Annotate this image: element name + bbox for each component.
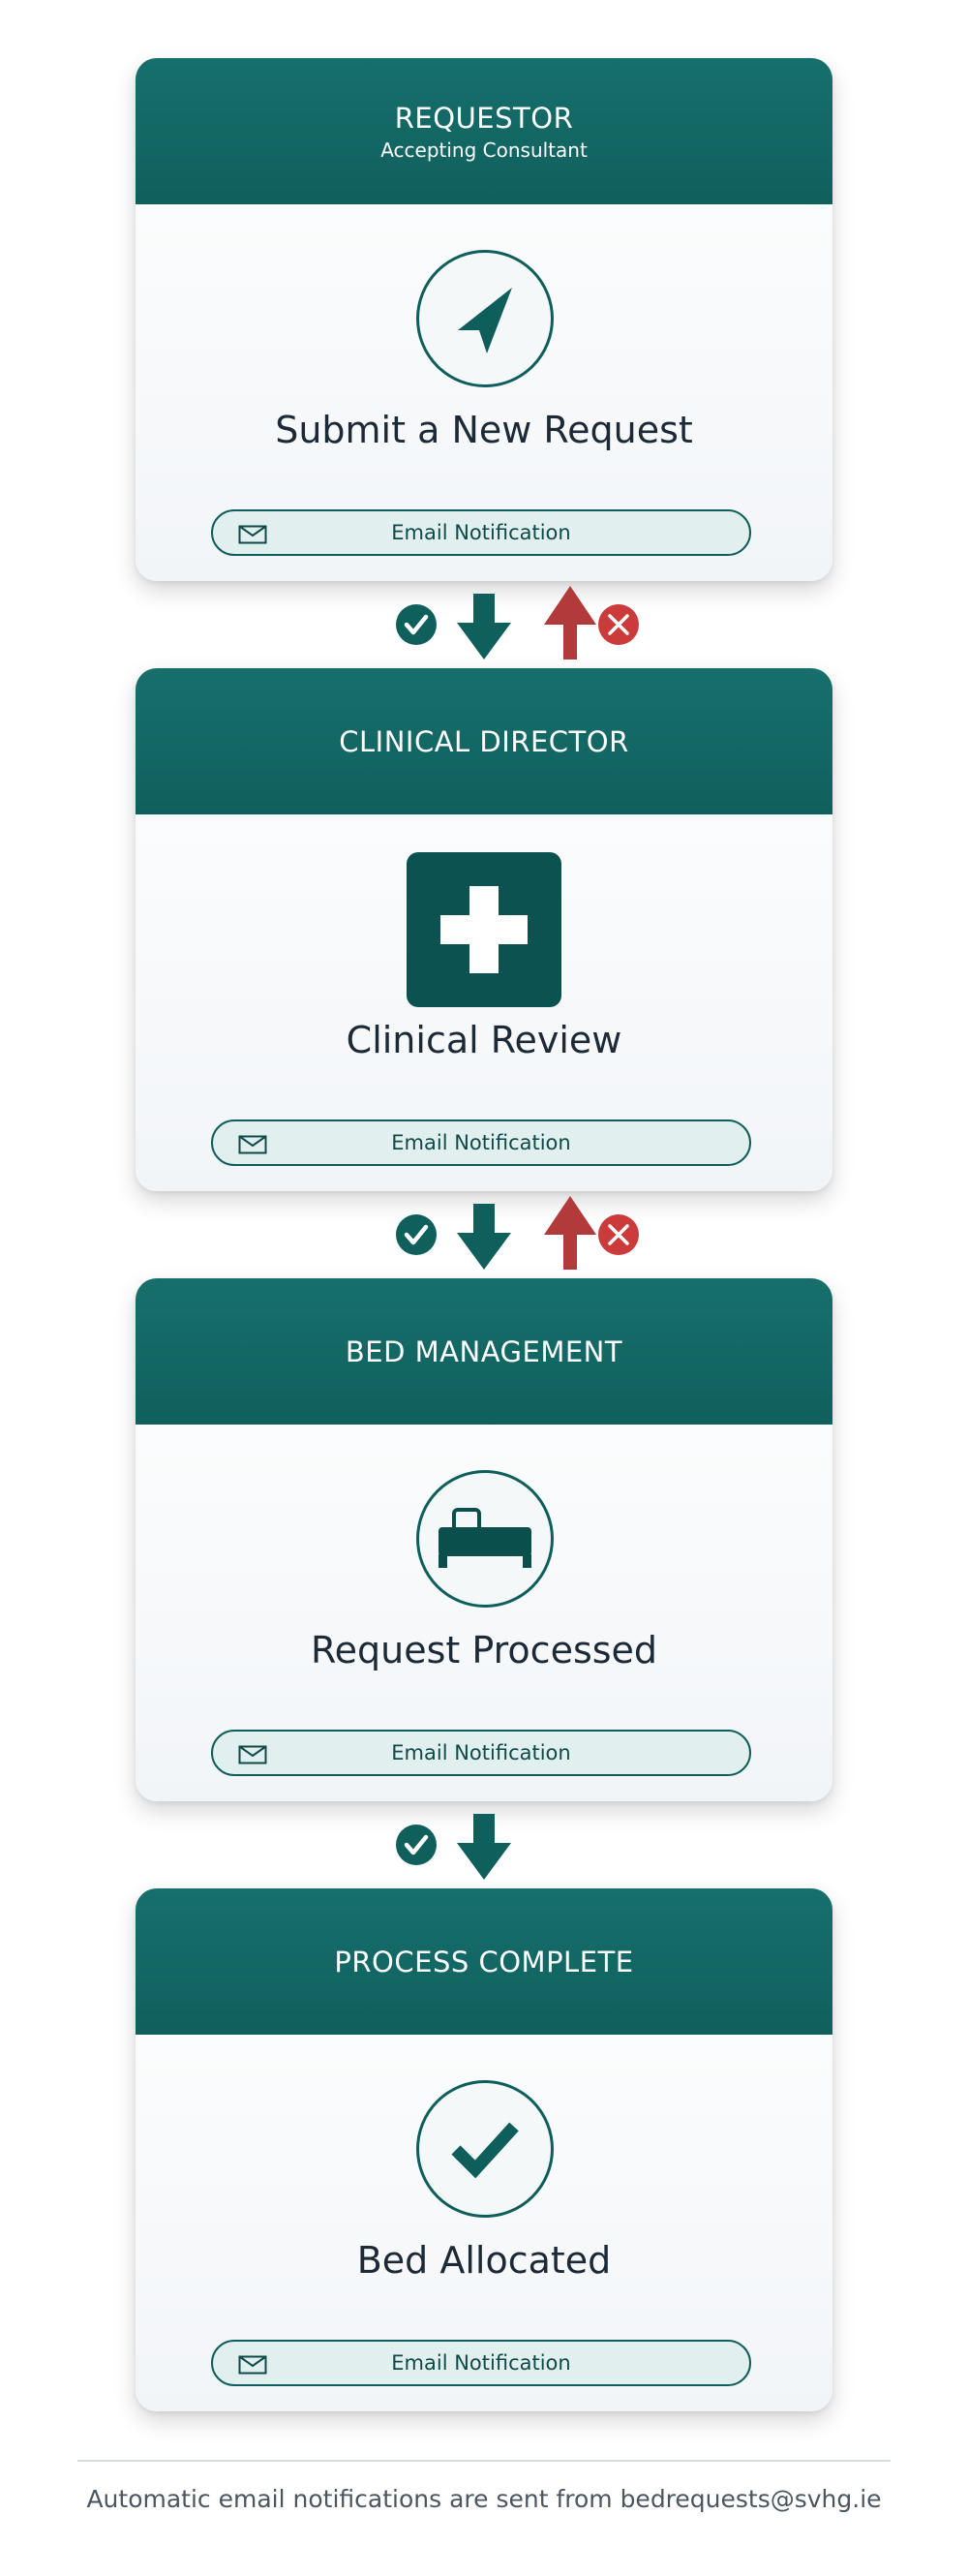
card-header: REQUESTOR Accepting Consultant bbox=[136, 58, 832, 204]
bed-icon bbox=[416, 1470, 554, 1608]
footer-note: Automatic email notifications are sent f… bbox=[86, 2485, 882, 2513]
step-card-requestor: REQUESTOR Accepting Consultant Submit a … bbox=[136, 58, 832, 581]
card-header: BED MANAGEMENT bbox=[136, 1278, 832, 1425]
step-label: Request Processed bbox=[310, 1629, 658, 1671]
reject-x-icon bbox=[598, 604, 639, 645]
email-notification-badge: Email Notification bbox=[211, 2340, 751, 2386]
email-notification-label: Email Notification bbox=[391, 2351, 571, 2375]
email-notification-badge: Email Notification bbox=[211, 509, 751, 556]
arrow-down-icon bbox=[457, 1814, 511, 1880]
email-notification-label: Email Notification bbox=[391, 1741, 571, 1764]
step-card-clinical-director: CLINICAL DIRECTOR Clinical Review Email … bbox=[136, 668, 832, 1191]
step-card-process-complete: PROCESS COMPLETE Bed Allocated Email Not… bbox=[136, 1888, 832, 2411]
envelope-icon bbox=[238, 1135, 267, 1154]
card-subtitle: Accepting Consultant bbox=[380, 138, 588, 162]
email-notification-badge: Email Notification bbox=[211, 1119, 751, 1166]
step-label: Clinical Review bbox=[346, 1019, 622, 1061]
envelope-icon bbox=[238, 525, 267, 544]
step-label: Submit a New Request bbox=[275, 409, 693, 451]
arrow-up-icon bbox=[544, 1196, 596, 1270]
card-header: PROCESS COMPLETE bbox=[136, 1888, 832, 2035]
flow-connector bbox=[396, 586, 639, 659]
navigation-arrow-icon bbox=[416, 250, 554, 387]
flow-connector bbox=[396, 1814, 511, 1880]
reject-x-icon bbox=[598, 1214, 639, 1255]
flow-connector bbox=[396, 1196, 639, 1270]
checkmark-icon bbox=[416, 2080, 554, 2218]
card-title: REQUESTOR bbox=[394, 101, 574, 135]
email-notification-badge: Email Notification bbox=[211, 1730, 751, 1776]
approve-check-icon bbox=[396, 1825, 437, 1865]
approve-check-icon bbox=[396, 1214, 437, 1255]
arrow-down-icon bbox=[457, 1204, 511, 1270]
card-title: BED MANAGEMENT bbox=[345, 1334, 623, 1368]
step-label: Bed Allocated bbox=[356, 2239, 612, 2282]
email-notification-label: Email Notification bbox=[391, 1131, 571, 1154]
envelope-icon bbox=[238, 1745, 267, 1764]
step-card-bed-management: BED MANAGEMENT Request Processed Email N… bbox=[136, 1278, 832, 1801]
medical-cross-icon bbox=[407, 852, 561, 1007]
card-header: CLINICAL DIRECTOR bbox=[136, 668, 832, 814]
envelope-icon bbox=[238, 2355, 267, 2375]
footer-divider bbox=[77, 2460, 891, 2462]
email-notification-label: Email Notification bbox=[391, 521, 571, 544]
arrow-up-icon bbox=[544, 586, 596, 659]
approve-check-icon bbox=[396, 604, 437, 645]
arrow-down-icon bbox=[457, 594, 511, 659]
card-title: CLINICAL DIRECTOR bbox=[339, 724, 629, 758]
card-title: PROCESS COMPLETE bbox=[334, 1945, 634, 1978]
